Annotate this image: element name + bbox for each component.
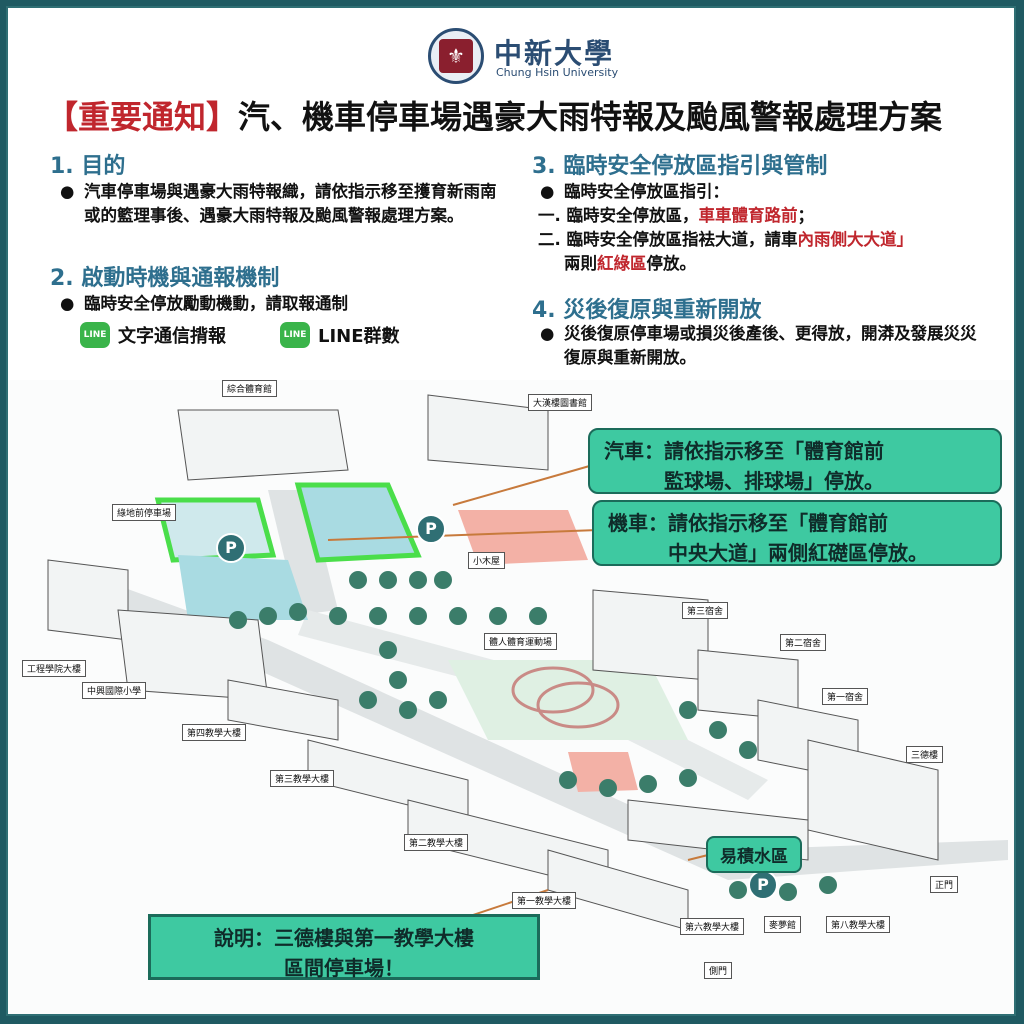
- map-label-dorm3: 第三宿舍: [682, 602, 729, 619]
- title-main: 汽、機車停車場遇豪大雨特報及颱風警報處理方案: [238, 98, 943, 136]
- map-label-hall: 麥夢館: [764, 916, 802, 933]
- section-1-heading: 1. 目的: [50, 154, 126, 179]
- moto-callout-line-1: 機車：請依指示移至「體育館前: [608, 511, 888, 535]
- section-2-text: ●臨時安全停放勵動機動，請取報通制: [60, 294, 348, 313]
- map-label-track: 體人體育運動場: [484, 633, 558, 650]
- library-building: [427, 394, 549, 471]
- campus-map-drawing: [47, 394, 1008, 931]
- lower-parking-lot: [178, 555, 308, 620]
- car-callout: 汽車：請依指示移至「體育館前 監球場、排球場」停放。: [588, 428, 1002, 494]
- track-ring-2: [536, 681, 620, 729]
- car-callout-line-2: 監球場、排球場」停放。: [664, 469, 884, 493]
- map-label-gate-side: 側門: [704, 962, 733, 979]
- gym-building: [177, 409, 349, 481]
- university-name-en: Chung Hsin University: [496, 66, 619, 79]
- center-parking-lot: [294, 482, 422, 563]
- moto-callout-line-2: 中央大道」兩側紅礎區停放。: [668, 541, 928, 565]
- motorcycle-callout: 機車：請依指示移至「體育館前 中央大道」兩側紅礎區停放。: [592, 500, 1002, 566]
- red-court: [458, 510, 588, 565]
- note-line-2: 區間停車場！: [284, 956, 404, 980]
- map-label-dorm1: 第一宿舍: [822, 688, 869, 705]
- map-label-gym: 綜合體育館: [222, 380, 278, 397]
- title-tag: 【重要通知】: [46, 98, 239, 136]
- poster-frame: ⚜ 中新大學 Chung Hsin University 【重要通知】汽、機車停…: [6, 6, 1016, 1016]
- map-label-teach1: 第一教學大樓: [512, 892, 577, 909]
- map-label-teach4: 第四教學大樓: [182, 724, 247, 741]
- map-label-small-house: 小木屋: [468, 552, 506, 569]
- map-label-sande: 三德樓: [906, 746, 944, 763]
- section-1-text: ●汽車停車場與遇豪大雨特報織，請依指示移至擭育新雨南或的籃理事後、遇豪大雨特報及…: [60, 182, 497, 225]
- parking-icon: P: [216, 533, 246, 563]
- university-logo: ⚜: [428, 28, 484, 84]
- section-2-heading: 2. 啟動時機與通報機制: [50, 266, 280, 291]
- map-label-teach8: 第八教學大樓: [826, 916, 891, 933]
- notice-panel: ⚜ 中新大學 Chung Hsin University 【重要通知】汽、機車停…: [8, 8, 1014, 380]
- line-icon: LINE: [80, 322, 110, 348]
- map-label-school: 中興國際小學: [82, 682, 147, 699]
- note-box: 說明：三德樓與第一教學大樓 區間停車場！: [148, 914, 540, 980]
- university-name: 中新大學: [494, 37, 615, 70]
- map-label-left-parking: 綠地前停車場: [112, 504, 177, 521]
- section-3-heading: 3. 臨時安全停放區指引與管制: [532, 154, 828, 179]
- section-3-item-2: 二. 臨時安全停放區指袪大道，請車內雨側大大道」: [538, 230, 914, 249]
- map-label-gate-main: 正門: [930, 876, 959, 893]
- section-4-text: ●災後復原停車場或損災後產後、更得放，開漭及發展災災復原與重新開放。: [540, 324, 977, 367]
- sande-building: [807, 739, 939, 861]
- trees: [229, 571, 837, 901]
- parking-icon: P: [748, 870, 778, 900]
- track-ring-1: [511, 666, 595, 714]
- map-label-teach2: 第二教學大樓: [404, 834, 469, 851]
- logo-seal-icon: ⚜: [439, 39, 473, 73]
- map-label-teach3: 第三教學大樓: [270, 770, 335, 787]
- page-title: 【重要通知】汽、機車停車場遇豪大雨特報及颱風警報處理方案: [46, 92, 942, 138]
- section-3-item-2-line2: 兩則紅綠區停放。: [564, 254, 696, 273]
- parking-icon: P: [416, 514, 446, 544]
- map-label-teach6: 第六教學大樓: [680, 918, 745, 935]
- map-label-library: 大漢樓圖書館: [528, 394, 593, 411]
- campus-map: P P P 綜合體育館 大漢樓圖書館 綠地前停車場 小木屋 體人體育運動場 第三…: [8, 380, 1014, 1014]
- section-3-bullet: ●臨時安全停放區指引：: [540, 182, 729, 201]
- central-road: [298, 610, 768, 800]
- note-line-1: 說明：三德樓與第一教學大樓: [214, 926, 474, 950]
- section-3-item-1: 一. 臨時安全停放區，車車體育路前；: [538, 206, 815, 225]
- north-road: [268, 490, 338, 615]
- red-court-2: [568, 752, 638, 792]
- track-field: [448, 660, 688, 740]
- map-label-dorm2: 第二宿舍: [780, 634, 827, 651]
- car-callout-line-1: 汽車：請依指示移至「體育館前: [604, 439, 884, 463]
- line-icon: LINE: [280, 322, 310, 348]
- teach4-building: [227, 679, 339, 741]
- map-label-eng: 工程學院大樓: [22, 660, 87, 677]
- teach1-building: [547, 849, 689, 931]
- section-4-heading: 4. 災後復原與重新開放: [532, 298, 762, 323]
- flood-zone-label: 易積水區: [706, 836, 802, 873]
- eng-building: [47, 559, 129, 641]
